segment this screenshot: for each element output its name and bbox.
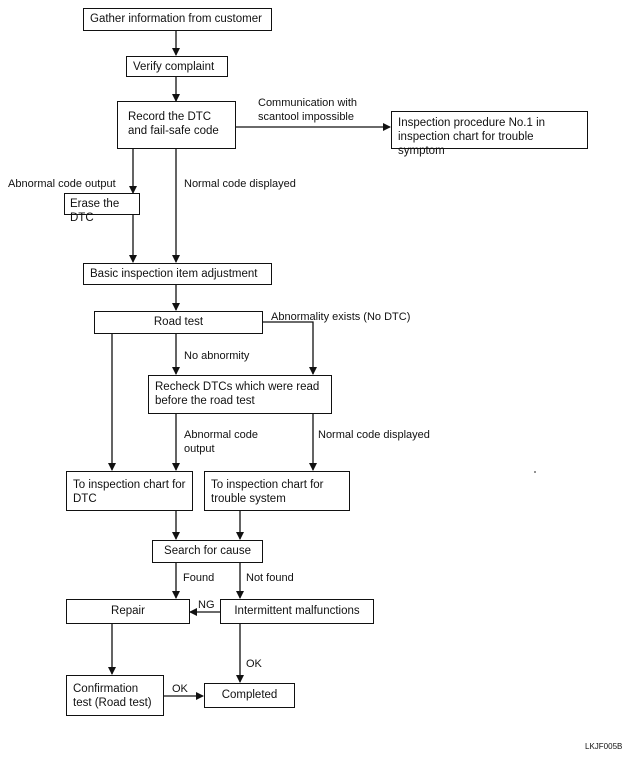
box-erase-dtc: Erase the DTC (64, 193, 140, 224)
label-normal-code-displayed: Normal code displayed (184, 178, 296, 190)
label-abnormal-code-output-2: Abnormal code output (184, 429, 258, 455)
label-found: Found (183, 572, 215, 584)
arrow-road-abnormality (263, 321, 317, 375)
label-abnormality-exists: Abnormality exists (No DTC) (271, 311, 411, 323)
label-ng: NG (198, 599, 215, 611)
box-verify-complaint: Verify complaint (126, 56, 228, 77)
box-repair: Repair (66, 599, 190, 624)
box-road-test: Road test (94, 311, 263, 334)
box-basic-inspection: Basic inspection item adjustment (83, 263, 272, 285)
label-comm-impossible: Communication with scantool impossible (258, 97, 358, 123)
label-normal-code-displayed-2: Normal code displayed (318, 429, 430, 441)
label-not-found: Not found (246, 572, 294, 584)
box-record-dtc: Record the DTC and fail-safe code (117, 101, 236, 149)
label-no-abnormity: No abnormity (184, 350, 250, 362)
label-ok-confirmation: OK (172, 683, 188, 695)
box-recheck-dtcs: Recheck DTCs which were read before the … (148, 375, 332, 414)
box-intermittent-malfunctions: Intermittent malfunctions (220, 599, 374, 624)
figure-code: LKJF005B (585, 742, 623, 751)
label-abnormal-code-output: Abnormal code output (8, 178, 116, 190)
label-ok-intermittent: OK (246, 658, 262, 670)
box-search-cause: Search for cause (152, 540, 263, 563)
box-chart-trouble: To inspection chart for trouble system (204, 471, 350, 511)
box-completed: Completed (204, 683, 295, 708)
scan-speck (534, 471, 536, 473)
box-confirmation-test: Confirmation test (Road test) (66, 675, 164, 716)
box-gather-information: Gather information from customer (83, 8, 272, 31)
box-inspection-procedure-no1: Inspection procedure No.1 in inspection … (391, 111, 588, 157)
box-chart-dtc: To inspection chart for DTC (66, 471, 193, 511)
